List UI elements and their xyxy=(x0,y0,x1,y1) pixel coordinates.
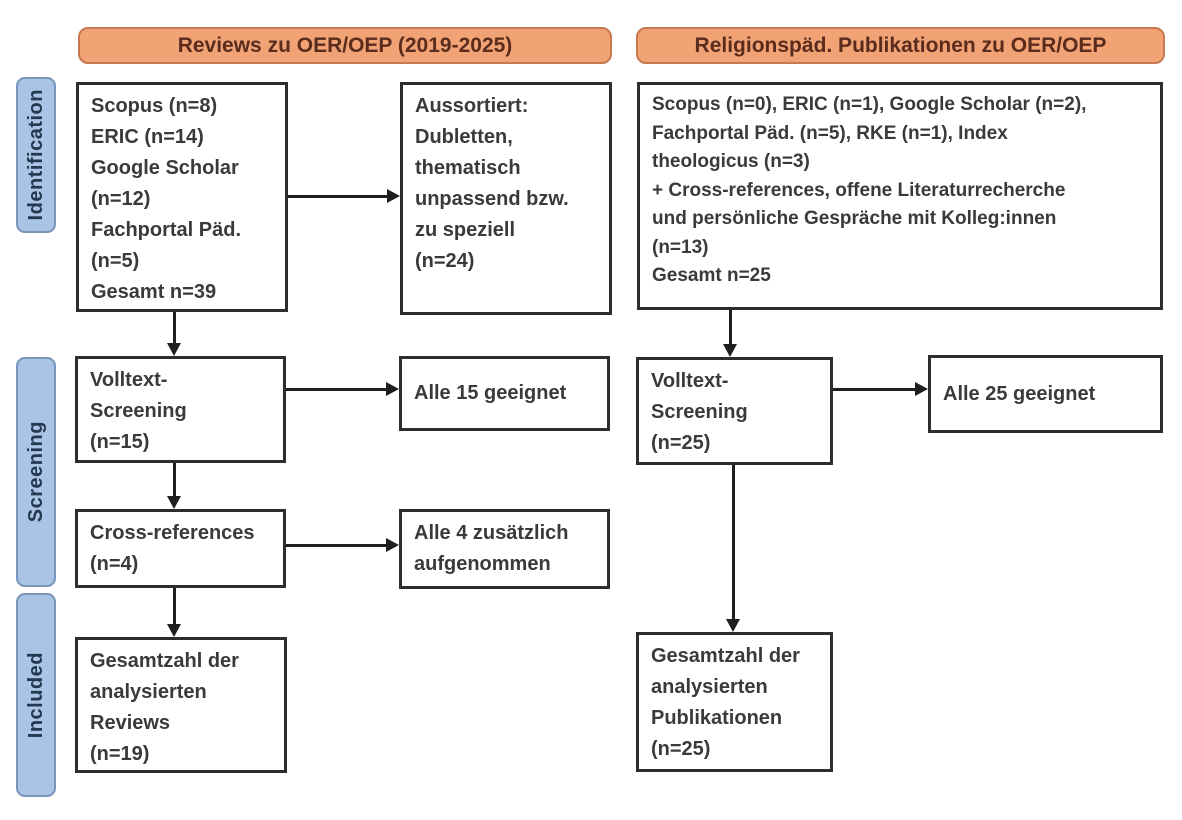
arrow-head-down-icon xyxy=(167,343,181,356)
arrow-head-right-icon xyxy=(386,382,399,396)
box-left-cross-references: Cross-references (n=4) xyxy=(75,509,286,588)
box-left-cross-references-result: Alle 4 zusätzlich aufgenommen xyxy=(399,509,610,589)
arrow-line xyxy=(288,195,387,198)
arrow-head-down-icon xyxy=(726,619,740,632)
box-right-included-total: Gesamtzahl der analysierten Publikatione… xyxy=(636,632,833,772)
stage-label-included: Included xyxy=(16,593,56,797)
box-right-fulltext-screening: Volltext- Screening (n=25) xyxy=(636,357,833,465)
arrow-head-down-icon xyxy=(167,624,181,637)
stage-label-included-text: Included xyxy=(24,651,47,739)
arrow-line xyxy=(173,588,176,624)
stage-label-screening: Screening xyxy=(16,357,56,587)
stage-label-identification: Identification xyxy=(16,77,56,233)
arrow-line xyxy=(286,388,386,391)
arrow-line xyxy=(833,388,915,391)
arrow-line xyxy=(732,465,735,619)
arrow-head-down-icon xyxy=(723,344,737,357)
arrow-line xyxy=(173,312,176,343)
stage-label-identification-text: Identification xyxy=(24,89,47,221)
box-right-sources: Scopus (n=0), ERIC (n=1), Google Scholar… xyxy=(637,82,1163,310)
stage-label-screening-text: Screening xyxy=(24,421,47,523)
arrow-line xyxy=(286,544,386,547)
arrow-head-down-icon xyxy=(167,496,181,509)
box-right-fulltext-result: Alle 25 geeignet xyxy=(928,355,1163,433)
arrow-line xyxy=(729,310,732,344)
column-header-religionspaed: Religionspäd. Publikationen zu OER/OEP xyxy=(636,27,1165,64)
arrow-line xyxy=(173,463,176,496)
box-left-included-total: Gesamtzahl der analysierten Reviews (n=1… xyxy=(75,637,287,773)
box-left-fulltext-screening: Volltext- Screening (n=15) xyxy=(75,356,286,463)
arrow-head-right-icon xyxy=(387,189,400,203)
arrow-head-right-icon xyxy=(386,538,399,552)
box-left-excluded: Aussortiert: Dubletten, thematisch unpas… xyxy=(400,82,612,315)
column-header-reviews: Reviews zu OER/OEP (2019-2025) xyxy=(78,27,612,64)
box-left-fulltext-result: Alle 15 geeignet xyxy=(399,356,610,431)
arrow-head-right-icon xyxy=(915,382,928,396)
box-left-sources: Scopus (n=8) ERIC (n=14) Google Scholar … xyxy=(76,82,288,312)
